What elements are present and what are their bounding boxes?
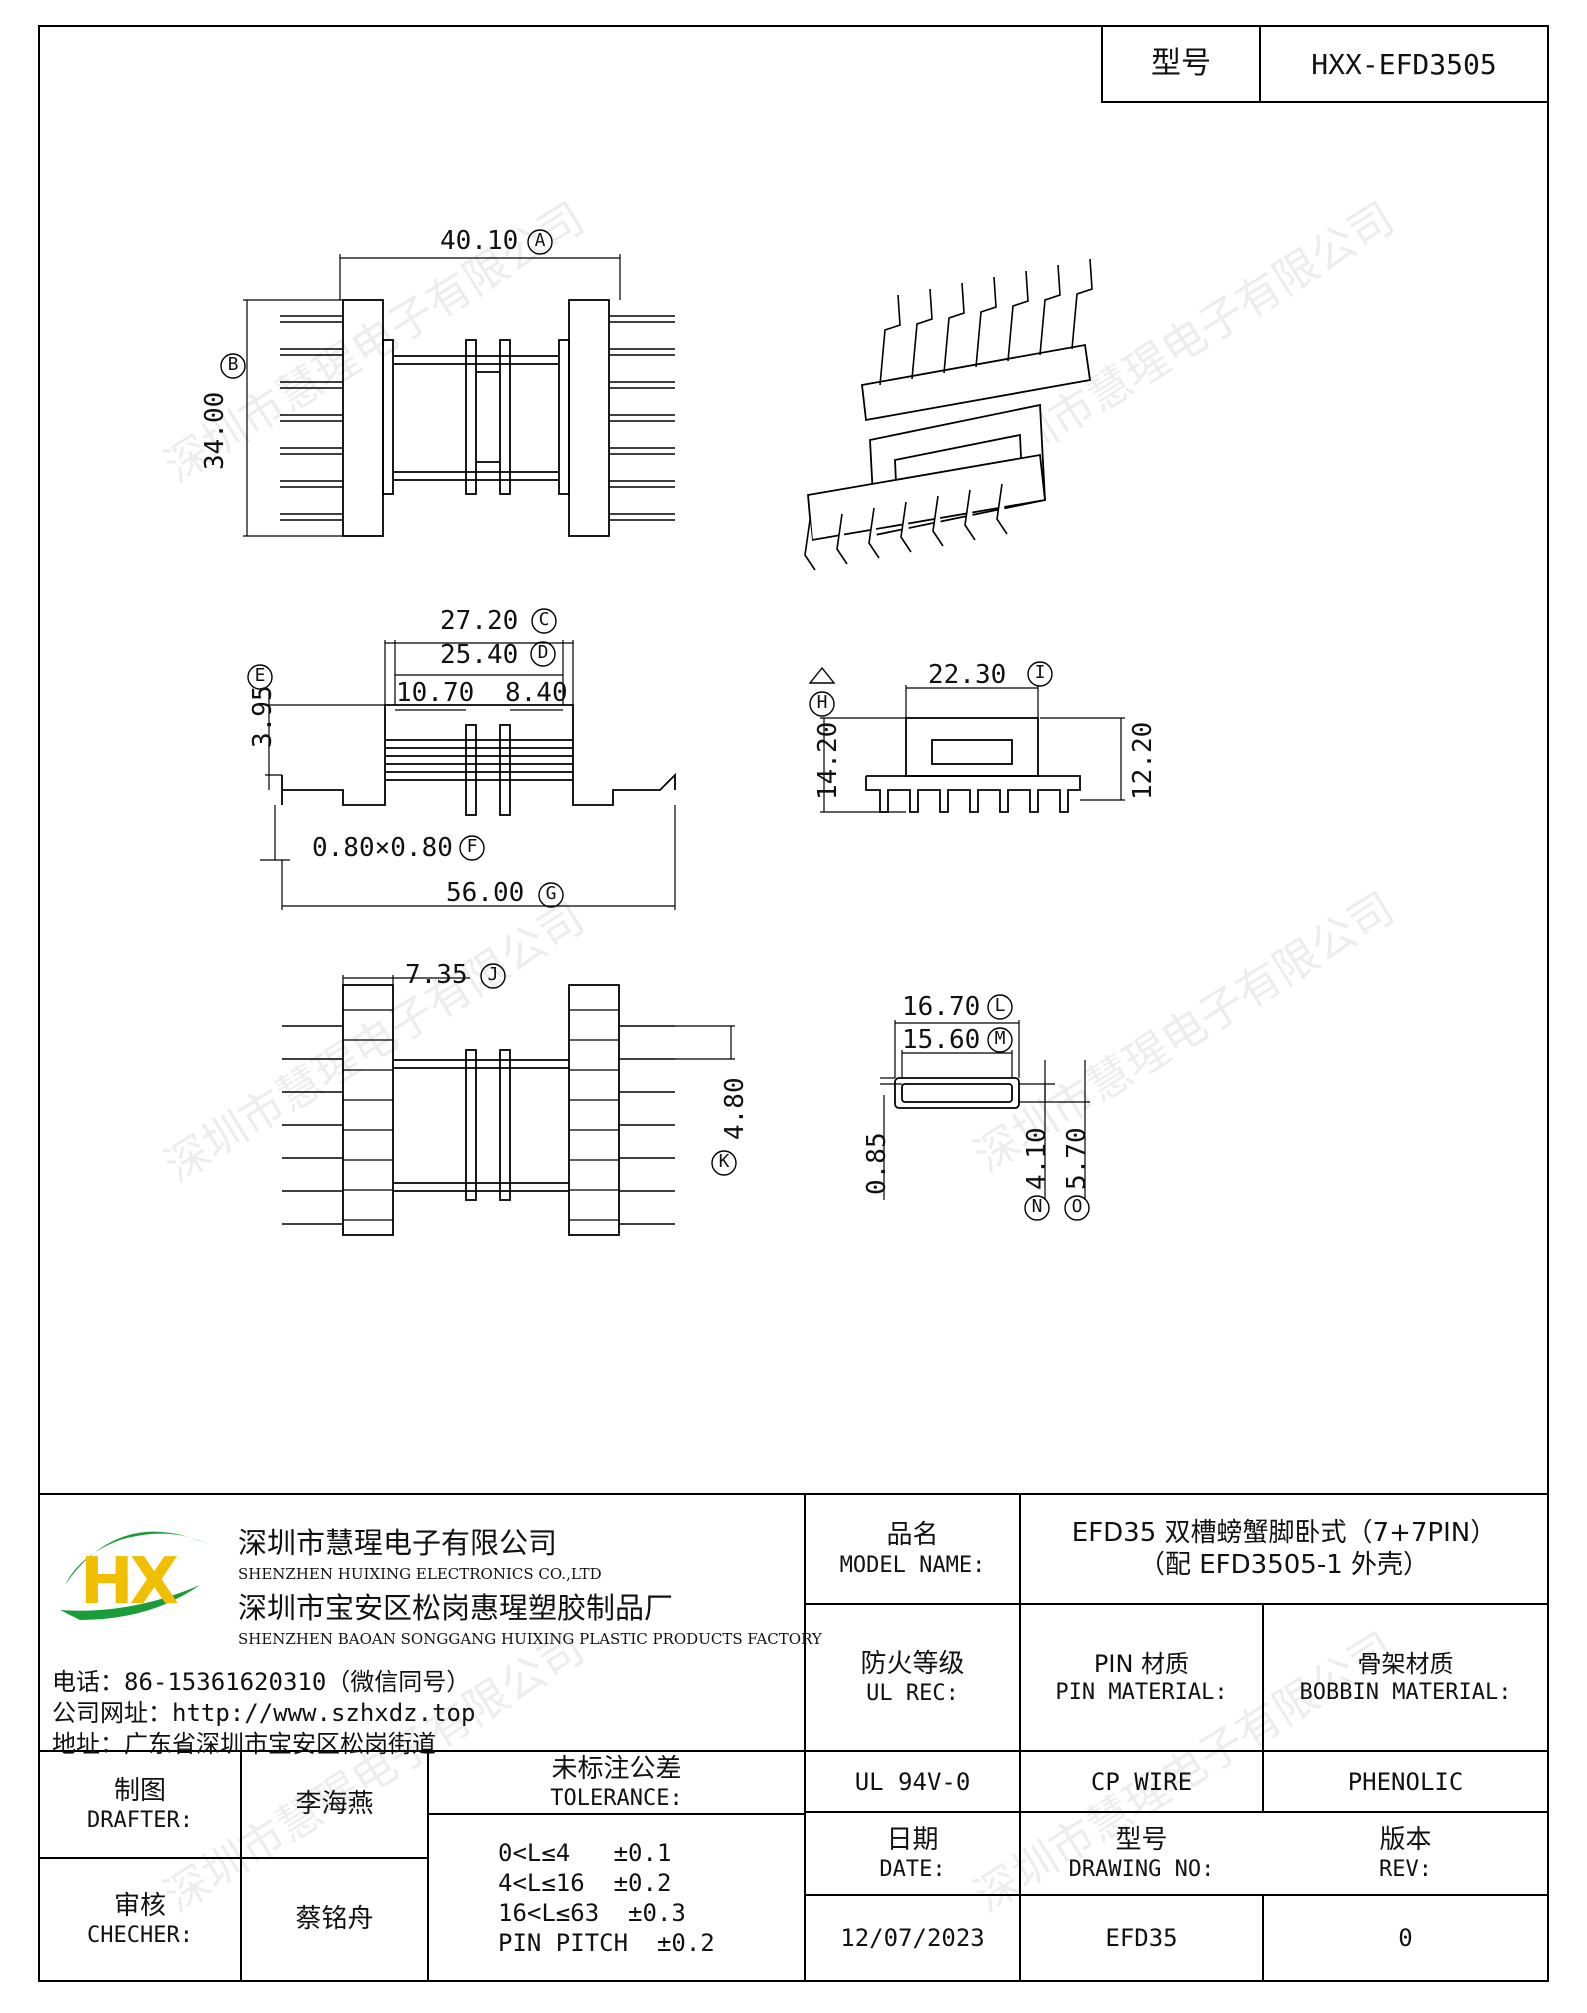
pin-material-cell: PIN 材质 PIN MATERIAL: [1020,1604,1263,1751]
tolerance-cn: 未标注公差 [551,1753,682,1784]
side-view [260,640,676,910]
rev-label-cell: 版本 REV: [1263,1812,1548,1895]
dim-h: 14.20 [813,721,843,800]
dim-c: 27.20 [440,606,519,636]
fire-rating-cell: 防火等级 UL REC: [805,1604,1020,1751]
isometric-view [804,258,1093,571]
dim-m: 15.60 [902,1025,981,1055]
rev-en: REV: [1379,1857,1432,1882]
bottom-view [282,975,735,1236]
dim-d: 25.40 [440,640,519,670]
fire-rating-en: UL REC: [866,1681,959,1706]
fire-rating-value: UL 94V-0 [854,1767,971,1796]
date-en: DATE: [879,1857,946,1882]
dim-letter-n: N [1031,1196,1043,1217]
dim-t1: 0.85 [862,1132,892,1195]
dim-k: 4.80 [720,1077,750,1140]
section-view [880,1020,1090,1200]
logo-text: HX [80,1545,179,1619]
tolerance-label-cell: 未标注公差 TOLERANCE: [428,1751,805,1814]
pin-material-value: CP WIRE [1090,1767,1193,1796]
drawing-no-cn: 型号 [1115,1824,1168,1855]
date-label-cell: 日期 DATE: [805,1812,1020,1895]
company-website: 公司网址：http://www.szhxdz.top [52,1699,476,1727]
dim-g: 56.00 [446,878,525,908]
dim-letter-d: D [537,642,549,663]
company-name-cn: 深圳市慧瑆电子有限公司 [238,1526,558,1560]
dim-letter-k: K [718,1151,730,1172]
front-view [820,685,1125,813]
dim-letter-c: C [538,609,550,630]
drafter-label-cell: 制图 DRAFTER: [39,1751,241,1858]
bobbin-material-cn: 骨架材质 [1357,1649,1454,1678]
factory-name-cn: 深圳市宝安区松岗惠瑆塑胶制品厂 [238,1591,674,1625]
date-value: 12/07/2023 [840,1924,985,1952]
tolerance-3: 16<L≤63 ±0.3 [498,1898,686,1927]
company-name-en: SHENZHEN HUIXING ELECTRONICS CO.,LTD [238,1565,602,1583]
dim-o: 5.70 [1062,1127,1092,1190]
drafter-value: 李海燕 [295,1789,374,1820]
date-cn: 日期 [886,1824,939,1855]
company-address: 地址：广东省深圳市宝安区松岗街道 [52,1730,436,1758]
dim-d1: 10.70 [396,678,475,708]
factory-name-en: SHENZHEN BAOAN SONGGANG HUIXING PLASTIC … [238,1630,822,1648]
bobbin-material-value: PHENOLIC [1347,1767,1464,1796]
fire-rating-cn: 防火等级 [860,1648,965,1679]
dim-f: 0.80×0.80 [312,833,453,863]
dim-d2: 8.40 [505,678,568,708]
drafter-cn: 制图 [113,1775,166,1806]
model-name-en: MODEL NAME: [839,1552,986,1578]
model-name-value-2: （配 EFD3505-1 外壳） [1138,1550,1430,1580]
dim-letter-e: E [254,665,266,686]
pin-material-cn: PIN 材质 [1093,1649,1190,1678]
dim-letter-a: A [534,230,546,251]
dim-j: 7.35 [405,960,468,990]
drawing-no-en: DRAWING NO: [1068,1857,1215,1882]
top-view [243,254,675,537]
checker-cn: 审核 [113,1890,166,1921]
dim-letter-i: I [1034,662,1046,683]
dim-i: 22.30 [928,660,1007,690]
dim-letter-j: J [487,964,499,985]
dim-letter-b: B [227,354,239,375]
drawing-no-label-cell: 型号 DRAWING NO: [1020,1812,1263,1895]
dim-e: 3.95 [248,685,278,748]
drawing-no-value: EFD35 [1105,1924,1178,1952]
model-name-value-cell: EFD35 双槽螃蟹脚卧式（7+7PIN） （配 EFD3505-1 外壳） [1020,1494,1548,1604]
rev-value: 0 [1398,1924,1413,1952]
checker-label-cell: 审核 CHECHER: [39,1858,241,1981]
dim-letter-m: M [994,1028,1006,1049]
model-name-cell: 品名 MODEL NAME: [805,1494,1020,1604]
bobbin-material-en: BOBBIN MATERIAL: [1299,1679,1512,1705]
dim-h2: 12.20 [1128,721,1158,800]
checker-value: 蔡铭舟 [295,1904,374,1935]
checker-en: CHECHER: [87,1923,193,1948]
dim-n: 4.10 [1022,1127,1052,1190]
pin-material-en: PIN MATERIAL: [1055,1679,1228,1705]
tolerance-en: TOLERANCE: [550,1786,683,1811]
dim-letter-o: O [1071,1196,1083,1217]
model-label: 型号 [1151,46,1211,82]
dim-a: 40.10 [440,226,519,256]
dim-l: 16.70 [902,992,981,1022]
rev-cn: 版本 [1379,1824,1432,1855]
bobbin-material-cell: 骨架材质 BOBBIN MATERIAL: [1263,1604,1548,1751]
model-value: HXX-EFD3505 [1311,47,1497,81]
dim-letter-l: L [994,995,1006,1016]
tolerance-2: 4<L≤16 ±0.2 [498,1868,672,1897]
dim-letter-f: F [466,836,478,857]
model-name-cn: 品名 [886,1520,939,1550]
tolerance-4: PIN PITCH ±0.2 [498,1928,715,1957]
drafter-en: DRAFTER: [87,1808,193,1833]
tolerance-1: 0<L≤4 ±0.1 [498,1838,672,1867]
dim-b: 34.00 [200,391,230,470]
tolerance-values-cell: 0<L≤4 ±0.1 4<L≤16 ±0.2 16<L≤63 ±0.3 PIN … [428,1814,805,1981]
dim-letter-g: G [545,883,557,904]
company-phone: 电话：86-15361620310（微信同号） [52,1668,471,1696]
dim-letter-h: H [816,692,828,713]
model-name-value-1: EFD35 双槽螃蟹脚卧式（7+7PIN） [1071,1517,1497,1548]
company-logo: HX [50,1515,220,1625]
